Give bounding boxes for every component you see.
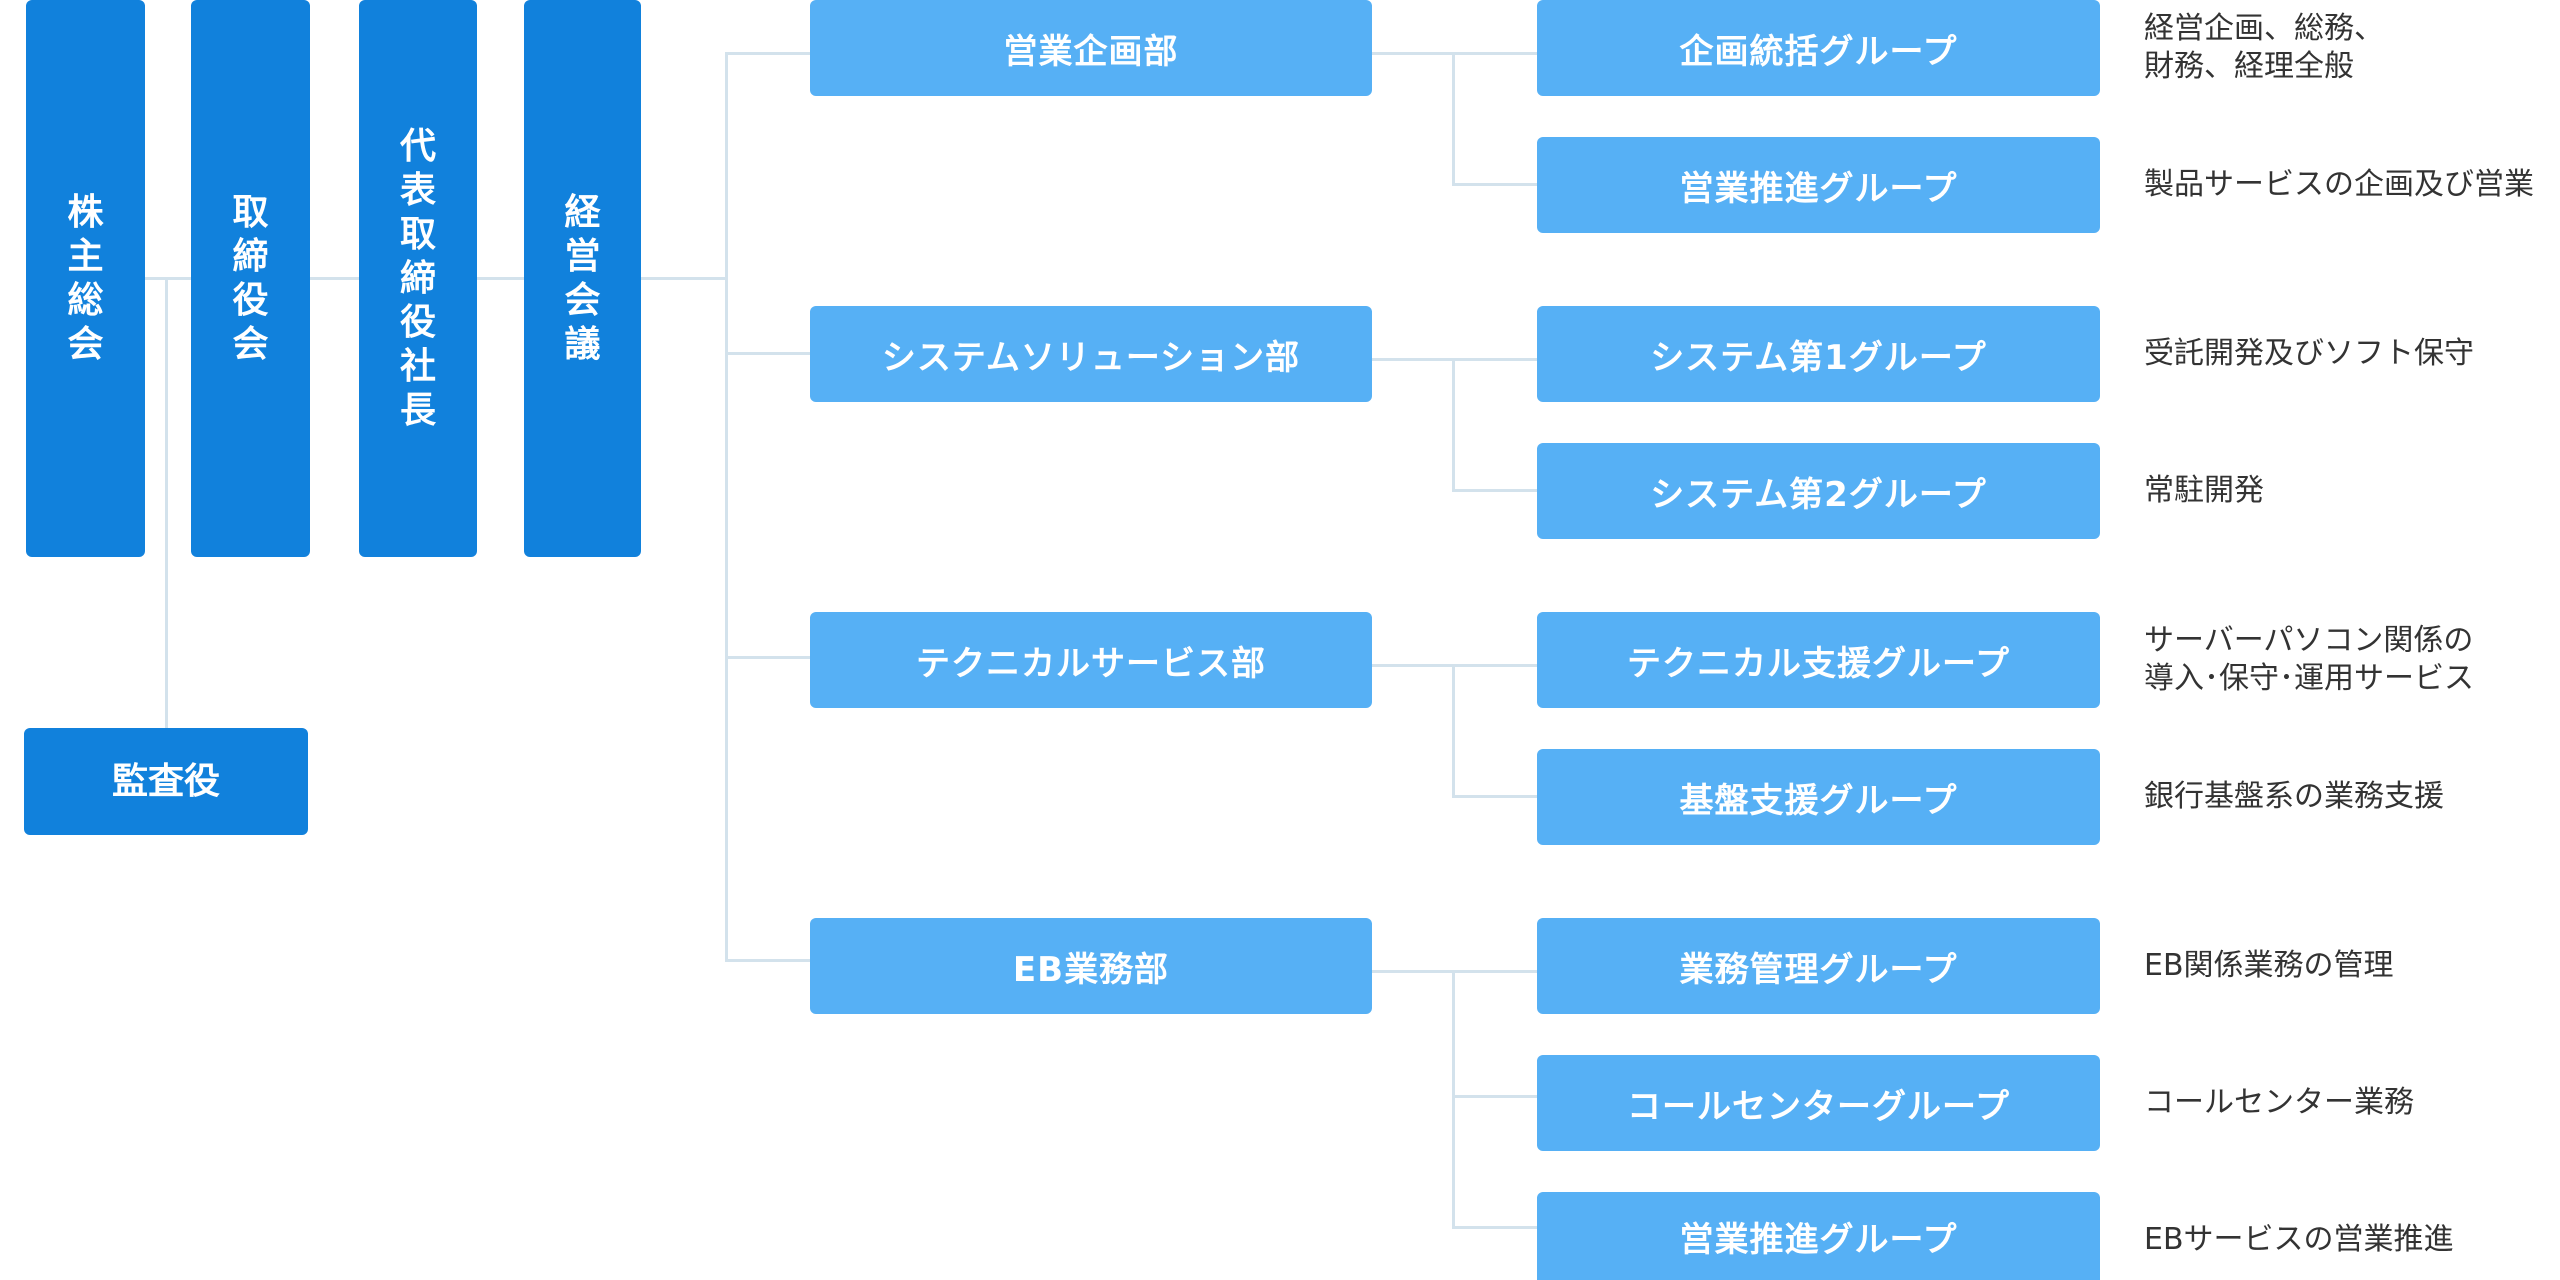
department-name: システムソリューション部 [881,337,1301,378]
group-box: テクニカル支援グループ [1537,612,2100,708]
group-description: 受託開発及びソフト保守 [2144,336,2474,371]
group-description: EB関係業務の管理 [2144,948,2394,983]
connector-dept-1-branch [1452,358,1455,491]
group-description: サーバーパソコン関係の 導入･保守･運用サービス [2144,623,2474,696]
group-description: 製品サービスの企画及び営業 [2144,167,2534,202]
department-name: 営業企画部 [1003,31,1179,72]
management-meeting-label: 経 営 会 議 [564,191,601,365]
group-box: 業務管理グループ [1537,918,2100,1014]
group-name: コールセンターグループ [1627,1086,2010,1127]
group-name: 営業推進グループ [1679,1219,1958,1260]
group-name: 業務管理グループ [1679,949,1958,990]
connector-exec-to-departments [641,277,727,280]
shareholders-meeting-label: 株 主 総 会 [67,191,104,365]
connector-dept-1 [725,352,810,355]
group-name: 営業推進グループ [1679,168,1958,209]
group-name: システム第2グループ [1650,474,1987,515]
connector-group-1 [1452,183,1537,186]
department-name: テクニカルサービス部 [916,643,1266,684]
connector-dept-0-branch [1452,52,1455,185]
president-box: 代 表 取 締 役 社 長 [359,0,477,557]
group-box: 営業推進グループ [1537,1192,2100,1280]
connector-group-5 [1452,795,1537,798]
connector-group-3 [1452,489,1537,492]
group-name: システム第1グループ [1650,337,1987,378]
group-name: 基盤支援グループ [1679,780,1958,821]
president-label: 代 表 取 締 役 社 長 [399,125,436,431]
shareholders-meeting-box: 株 主 総 会 [26,0,145,557]
group-box: システム第2グループ [1537,443,2100,539]
connector-dept-2-branch [1452,664,1455,797]
management-meeting-box: 経 営 会 議 [524,0,641,557]
connector-group-7 [1452,1095,1537,1098]
group-box: 基盤支援グループ [1537,749,2100,845]
auditor-label: 監査役 [111,760,220,802]
connector-auditor [165,279,168,728]
department-box: EB業務部 [810,918,1372,1014]
group-box: 企画統括グループ [1537,0,2100,96]
group-name: 企画統括グループ [1679,31,1958,72]
connector-dept-2 [725,656,810,659]
group-description: 銀行基盤系の業務支援 [2144,779,2444,814]
group-name: テクニカル支援グループ [1627,643,2010,684]
group-box: システム第1グループ [1537,306,2100,402]
connector-group-8 [1452,1226,1537,1229]
board-of-directors-box: 取 締 役 会 [191,0,310,557]
connector-dept-3-branch [1452,970,1455,1228]
group-description: 常駐開発 [2144,473,2264,508]
group-description: コールセンター業務 [2144,1085,2414,1120]
auditor-box: 監査役 [24,728,308,835]
group-box: コールセンターグループ [1537,1055,2100,1151]
department-box: テクニカルサービス部 [810,612,1372,708]
connector-dept-0 [725,52,810,55]
connector-exec-chain [145,277,524,280]
department-name: EB業務部 [1012,949,1170,990]
connector-dept-3 [725,959,810,962]
group-description: EBサービスの営業推進 [2144,1222,2454,1257]
group-description: 経営企画、総務、 財務、経理全般 [2144,11,2384,84]
connector-department-trunk [725,52,728,961]
department-box: 営業企画部 [810,0,1372,96]
group-box: 営業推進グループ [1537,137,2100,233]
board-of-directors-label: 取 締 役 会 [232,191,269,365]
department-box: システムソリューション部 [810,306,1372,402]
